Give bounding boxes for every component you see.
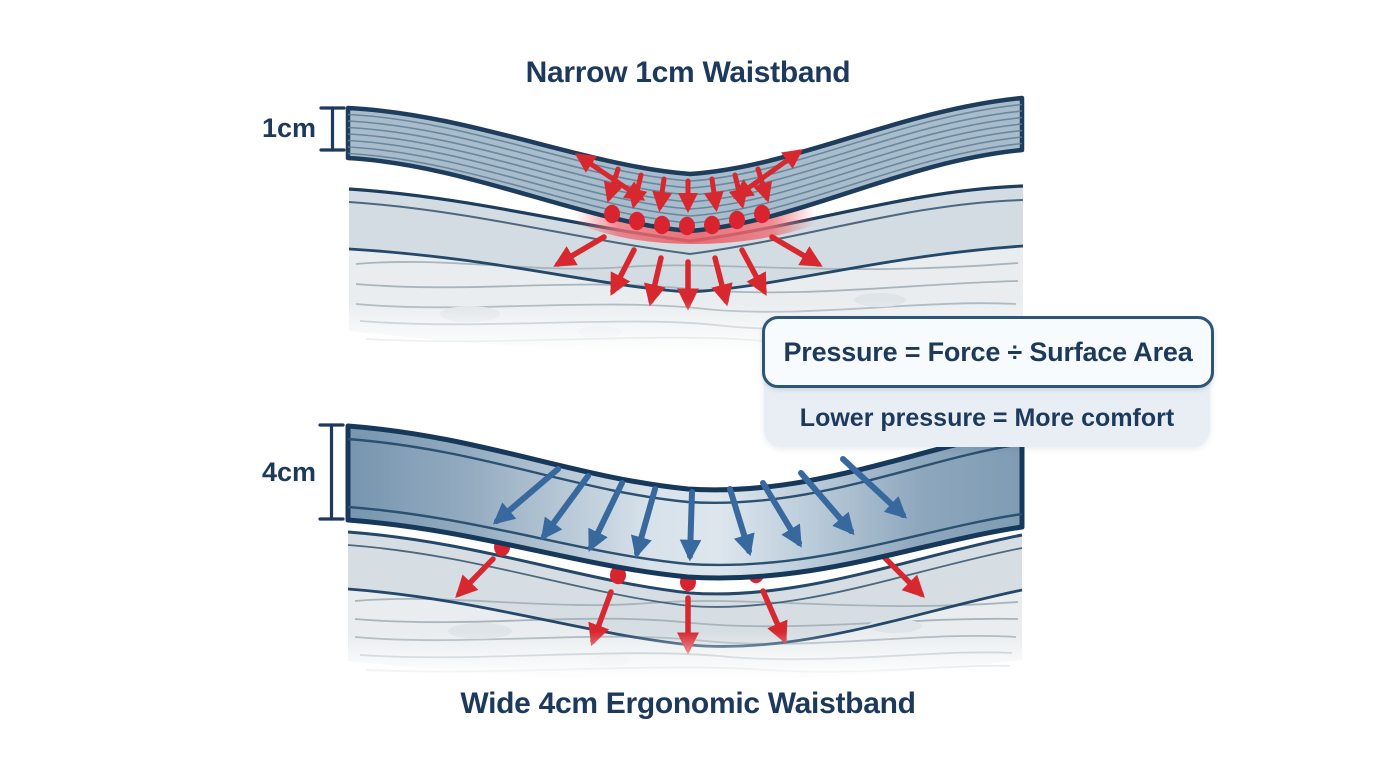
narrow-waistband-title: Narrow 1cm Waistband: [525, 56, 851, 89]
measurement-bracket-4cm: [318, 423, 345, 521]
formula-box: Pressure = Force ÷ Surface Area: [762, 316, 1214, 388]
measurement-label-4cm: 4cm: [261, 457, 316, 487]
radiating-pressure-arrows-wide: [455, 554, 925, 655]
edge-dig-arrows: [574, 149, 804, 201]
measurement-label-1cm: 1cm: [261, 113, 316, 143]
distributed-force-arrows-wide: [492, 456, 907, 562]
comfort-note-text: Lower pressure = More comfort: [799, 403, 1175, 432]
pressure-formula-text: Pressure = Force ÷ Surface Area: [783, 336, 1193, 367]
wide-waistband-title: Wide 4cm Ergonomic Waistband: [460, 687, 916, 720]
pressure-dots-narrow: [604, 204, 770, 236]
tissue-fade-bottom: [344, 632, 1026, 684]
measurement-bracket-1cm: [319, 106, 346, 152]
wide-band: [345, 423, 1025, 581]
radiating-pressure-arrows-narrow: [553, 234, 823, 311]
